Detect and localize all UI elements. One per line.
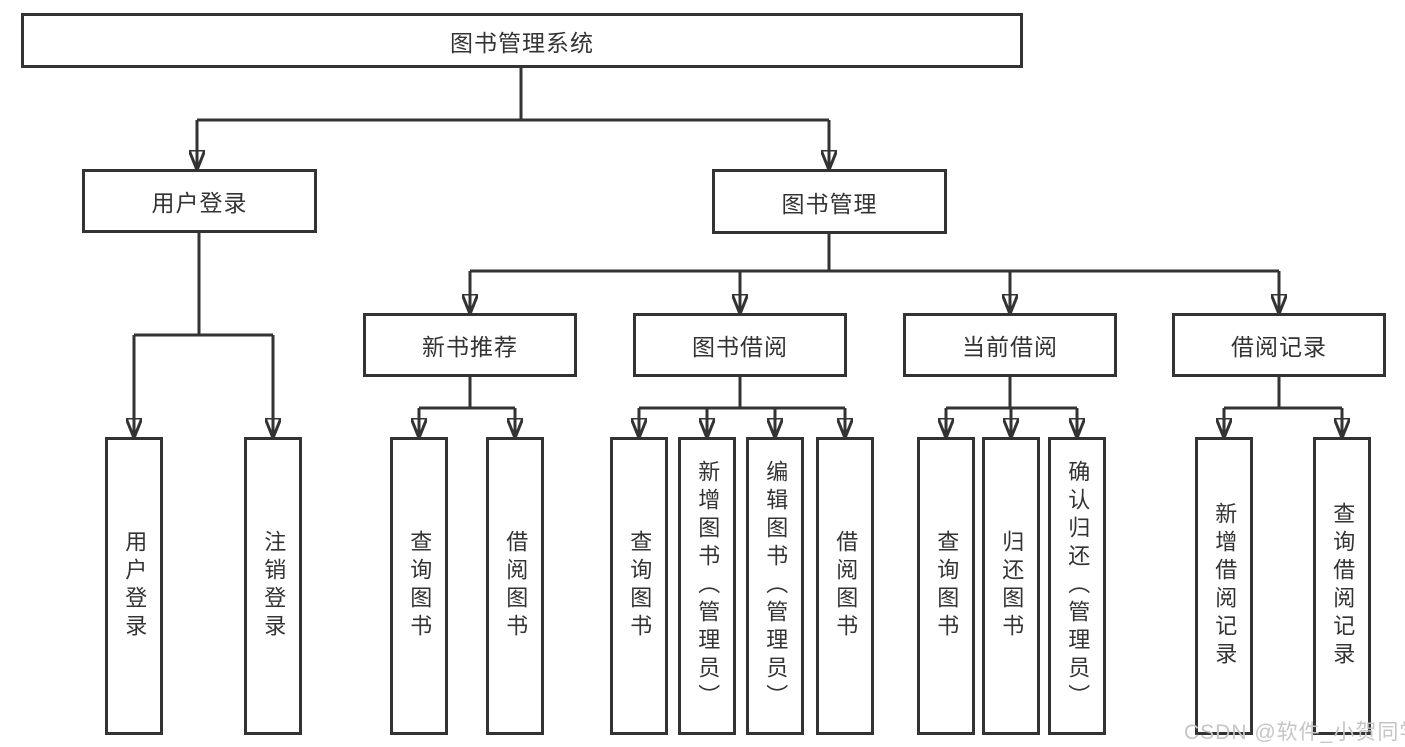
- node-root-library-system: 图书管理系统: [21, 13, 1023, 68]
- leaf-logout-label: 注销登录: [261, 530, 287, 642]
- node-book-mgmt: 图书管理: [712, 169, 947, 234]
- node-root-label: 图书管理系统: [450, 29, 594, 56]
- leaf-current-return-label: 归还图书: [999, 530, 1025, 642]
- node-new-book-rec: 新书推荐: [363, 313, 577, 377]
- node-new-book-rec-label: 新书推荐: [422, 334, 518, 360]
- leaf-newbook-query-label: 查询图书: [407, 530, 433, 642]
- leaf-current-query-label: 查询图书: [934, 530, 960, 642]
- leaf-borrow-edit-admin: 编辑图书（管理员）: [746, 437, 804, 735]
- leaf-current-return: 归还图书: [982, 437, 1040, 735]
- connector-bookmgmt-to-level3: [470, 234, 1279, 273]
- leaf-records-query-label: 查询借阅记录: [1330, 502, 1356, 670]
- leaf-user-login-label: 用户登录: [122, 530, 148, 642]
- leaf-borrow-do-label: 借阅图书: [833, 530, 859, 642]
- node-current-borrow-label: 当前借阅: [962, 334, 1058, 360]
- node-user-login-group-label: 用户登录: [151, 190, 248, 216]
- node-borrow-records-label: 借阅记录: [1231, 334, 1327, 360]
- leaf-newbook-query: 查询图书: [390, 437, 448, 735]
- leaf-records-add: 新增借阅记录: [1195, 437, 1253, 735]
- leaf-borrow-query-label: 查询图书: [627, 530, 653, 642]
- node-borrow-records: 借阅记录: [1172, 313, 1386, 377]
- connector-newbookrec-to-leaves: [419, 377, 515, 410]
- leaf-borrow-do: 借阅图书: [816, 437, 874, 735]
- leaf-current-query: 查询图书: [917, 437, 975, 735]
- node-book-borrow: 图书借阅: [633, 313, 847, 377]
- csdn-watermark: CSDN @软件_小贺同学: [1184, 721, 1405, 744]
- leaf-current-confirm-admin-label: 确认归还（管理员）: [1065, 460, 1091, 712]
- leaf-newbook-borrow: 借阅图书: [486, 437, 544, 735]
- node-book-mgmt-label: 图书管理: [781, 190, 878, 217]
- connector-borrowrecords-to-leaves: [1224, 377, 1342, 410]
- leaf-borrow-add-admin-label: 新增图书（管理员）: [695, 460, 721, 712]
- node-book-borrow-label: 图书借阅: [692, 334, 788, 360]
- leaf-records-query: 查询借阅记录: [1313, 437, 1371, 735]
- leaf-current-confirm-admin: 确认归还（管理员）: [1048, 437, 1106, 735]
- connector-userlogin-to-leaves: [134, 233, 273, 337]
- leaf-user-login: 用户登录: [105, 437, 163, 735]
- node-current-borrow: 当前借阅: [903, 313, 1117, 377]
- leaf-borrow-edit-admin-label: 编辑图书（管理员）: [763, 460, 789, 712]
- connector-root-to-level2: [197, 68, 829, 122]
- leaf-borrow-query: 查询图书: [610, 437, 668, 735]
- node-user-login-group: 用户登录: [82, 169, 317, 233]
- connector-bookborrow-to-leaves: [639, 377, 845, 410]
- connector-currentborrow-to-leaves: [946, 377, 1077, 410]
- leaf-logout: 注销登录: [244, 437, 302, 735]
- leaf-borrow-add-admin: 新增图书（管理员）: [678, 437, 736, 735]
- leaf-records-add-label: 新增借阅记录: [1212, 502, 1238, 670]
- leaf-newbook-borrow-label: 借阅图书: [503, 530, 529, 642]
